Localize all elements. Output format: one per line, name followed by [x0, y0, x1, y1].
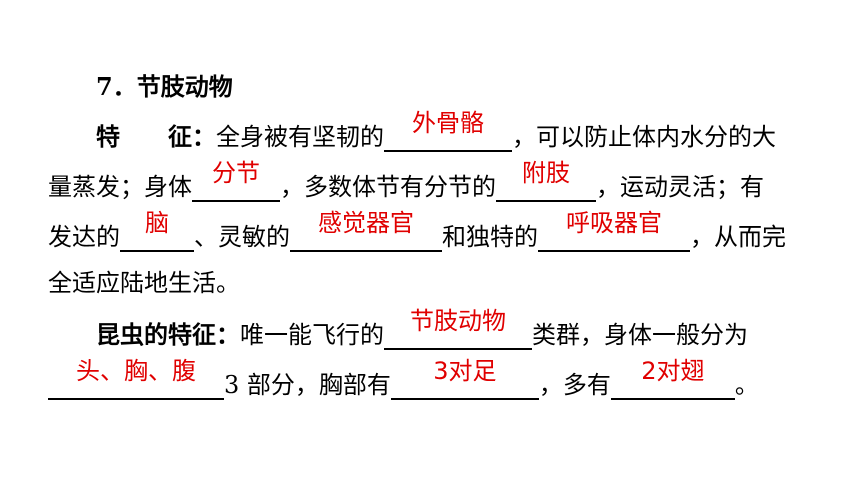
answer-legs: 3对足 [433, 357, 497, 385]
answer-segmented: 分节 [212, 159, 260, 187]
blank-appendages: 附肢 [496, 159, 596, 202]
feature-line-4: 全适应陆地生活。 [48, 268, 240, 298]
blank-body-parts: 头、胸、腹 [48, 357, 224, 400]
blank-segmented: 分节 [192, 159, 280, 202]
answer-wings: 2对翅 [641, 357, 705, 385]
feature-line-3: 发达的脑、灵敏的感觉器官和独特的呼吸器官 ，从而完 [48, 209, 786, 252]
feature-text-9: ，从而完 [690, 223, 786, 251]
feature-text-4: ，多数体节有分节的 [280, 173, 496, 201]
insect-label: 昆虫的特征 [96, 320, 216, 349]
answer-exoskeleton: 外骨骼 [412, 109, 484, 137]
answer-appendages: 附肢 [522, 159, 570, 187]
blank-respiratory-organs: 呼吸器官 [538, 209, 690, 252]
feature-text-6: 发达的 [48, 223, 120, 251]
blank-legs: 3对足 [390, 357, 539, 400]
insect-line-2: 头、胸、腹 3 部分，胸部有 3对足 ，多有 2对翅。 [48, 357, 759, 400]
insect-colon: ： [216, 320, 240, 349]
feature-text-3: 量蒸发；身体 [48, 173, 192, 201]
insect-text-4: ，多有 [538, 371, 611, 399]
answer-brain: 脑 [145, 209, 169, 237]
insect-text-3: 3 部分，胸部有 [224, 371, 391, 399]
feature-text-7: 、灵敏的 [194, 223, 290, 251]
blank-arthropod: 节肢动物 [384, 307, 532, 350]
answer-sense-organs: 感觉器官 [318, 209, 414, 237]
insect-line-1: 昆虫的特征：唯一能飞行的节肢动物类群，身体一般分为 [96, 307, 748, 350]
blank-exoskeleton: 外骨骼 [384, 109, 512, 152]
insect-text-5: 。 [734, 371, 759, 399]
feature-text-5: ，运动灵活；有 [596, 173, 764, 201]
blank-brain: 脑 [120, 209, 194, 252]
feature-line-1: 特 征：全身被有坚韧的外骨骼 ，可以防止体内水分的大 [96, 109, 776, 152]
insect-text-2: 类群，身体一般分为 [532, 321, 748, 349]
section-heading-text: 7．节肢动物 [96, 72, 233, 101]
blank-wings: 2对翅 [610, 357, 735, 400]
section-heading: 7．节肢动物 [96, 72, 233, 102]
answer-arthropod: 节肢动物 [410, 307, 506, 335]
feature-text-2: ，可以防止体内水分的大 [512, 123, 776, 151]
blank-sense-organs: 感觉器官 [290, 209, 442, 252]
feature-line-2: 量蒸发；身体分节 ，多数体节有分节的附肢 ，运动灵活；有 [48, 159, 764, 202]
feature-text-1: 全身被有坚韧的 [216, 123, 384, 151]
answer-body-parts: 头、胸、腹 [76, 357, 196, 385]
feature-text-8: 和独特的 [442, 223, 538, 251]
insect-text-1: 唯一能飞行的 [240, 321, 384, 349]
feature-text-10: 全适应陆地生活。 [48, 269, 240, 297]
feature-colon: ： [192, 122, 216, 151]
answer-respiratory-organs: 呼吸器官 [566, 209, 662, 237]
feature-label: 特 征 [96, 122, 192, 151]
